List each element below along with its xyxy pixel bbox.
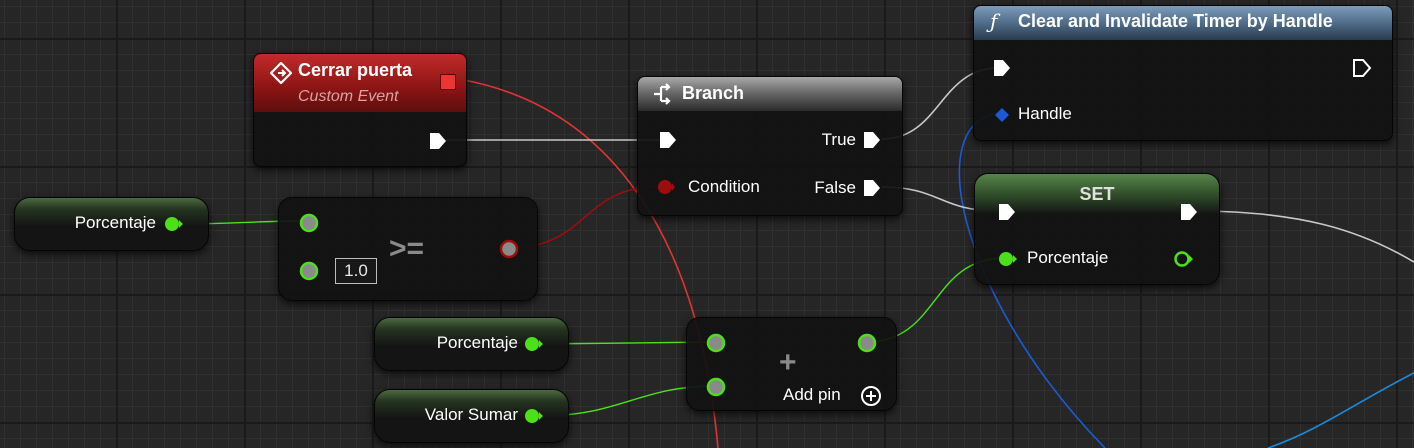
operator-symbol: +	[779, 346, 797, 379]
compare-node[interactable]: 1.0 >=	[278, 197, 538, 301]
porcentaje-out-pin[interactable]	[163, 214, 185, 234]
exec-out-pin[interactable]	[428, 131, 448, 151]
function-icon: ƒ	[990, 9, 998, 33]
valor-sumar-out-pin[interactable]	[523, 406, 545, 426]
true-exec-pin[interactable]	[862, 130, 882, 150]
condition-label: Condition	[688, 177, 760, 196]
handle-label: Handle	[1018, 104, 1072, 123]
compare-result-pin[interactable]	[498, 238, 520, 260]
clear-timer-header	[974, 6, 1392, 40]
node-title: Clear and Invalidate Timer by Handle	[1018, 11, 1333, 31]
variable-label: Valor Sumar	[424, 405, 518, 424]
add-result-pin[interactable]	[856, 332, 878, 354]
custom-event-icon	[270, 62, 292, 84]
add-a-pin[interactable]	[705, 332, 727, 354]
exec-in-pin[interactable]	[997, 202, 1017, 222]
clear-timer-node[interactable]: ƒ Clear and Invalidate Timer by Handle H…	[973, 5, 1393, 141]
exec-wire-set-out	[1193, 210, 1414, 263]
condition-pin[interactable]	[655, 177, 675, 197]
compare-b-pin[interactable]	[298, 260, 320, 282]
add-pin-icon[interactable]	[860, 385, 882, 407]
add-b-pin[interactable]	[705, 376, 727, 398]
literal-value-input[interactable]: 1.0	[335, 258, 377, 284]
exec-in-pin[interactable]	[658, 130, 678, 150]
porcentaje-out-pin[interactable]	[523, 334, 545, 354]
get-porcentaje-node[interactable]: Porcentaje	[374, 317, 569, 371]
delegate-pin[interactable]	[440, 74, 456, 90]
node-title: Branch	[682, 83, 745, 103]
handle-pin[interactable]	[994, 107, 1010, 123]
add-pin-label[interactable]: Add pin	[783, 385, 841, 404]
set-variable-node[interactable]: SET Porcentaje	[974, 173, 1220, 285]
exec-out-pin[interactable]	[1352, 58, 1372, 78]
porcentaje-in-pin[interactable]	[997, 249, 1019, 269]
exec-in-pin[interactable]	[992, 58, 1012, 78]
custom-event-header	[254, 54, 466, 112]
compare-a-pin[interactable]	[298, 212, 320, 234]
node-title: SET	[1079, 184, 1115, 204]
operator-symbol: >=	[389, 232, 425, 265]
porcentaje-label: Porcentaje	[1027, 248, 1109, 267]
branch-node[interactable]: Branch Condition True False	[637, 76, 903, 216]
node-title: Cerrar puerta	[298, 60, 413, 80]
true-label: True	[821, 130, 856, 149]
false-exec-pin[interactable]	[862, 178, 882, 198]
exec-out-pin[interactable]	[1179, 202, 1199, 222]
cyan-wire	[1267, 372, 1414, 448]
set-header	[975, 174, 1219, 214]
branch-header	[638, 77, 902, 111]
branch-icon	[654, 83, 671, 105]
add-node[interactable]: + Add pin	[686, 317, 897, 411]
false-label: False	[814, 178, 856, 197]
variable-label: Porcentaje	[74, 213, 156, 232]
node-subtitle: Custom Event	[298, 88, 399, 105]
get-valor-sumar-node[interactable]: Valor Sumar	[374, 389, 569, 443]
get-porcentaje-node[interactable]: Porcentaje	[14, 197, 209, 251]
porcentaje-out-pin[interactable]	[1173, 249, 1195, 269]
variable-label: Porcentaje	[436, 333, 518, 352]
custom-event-node[interactable]: Cerrar puerta Custom Event	[253, 53, 467, 167]
